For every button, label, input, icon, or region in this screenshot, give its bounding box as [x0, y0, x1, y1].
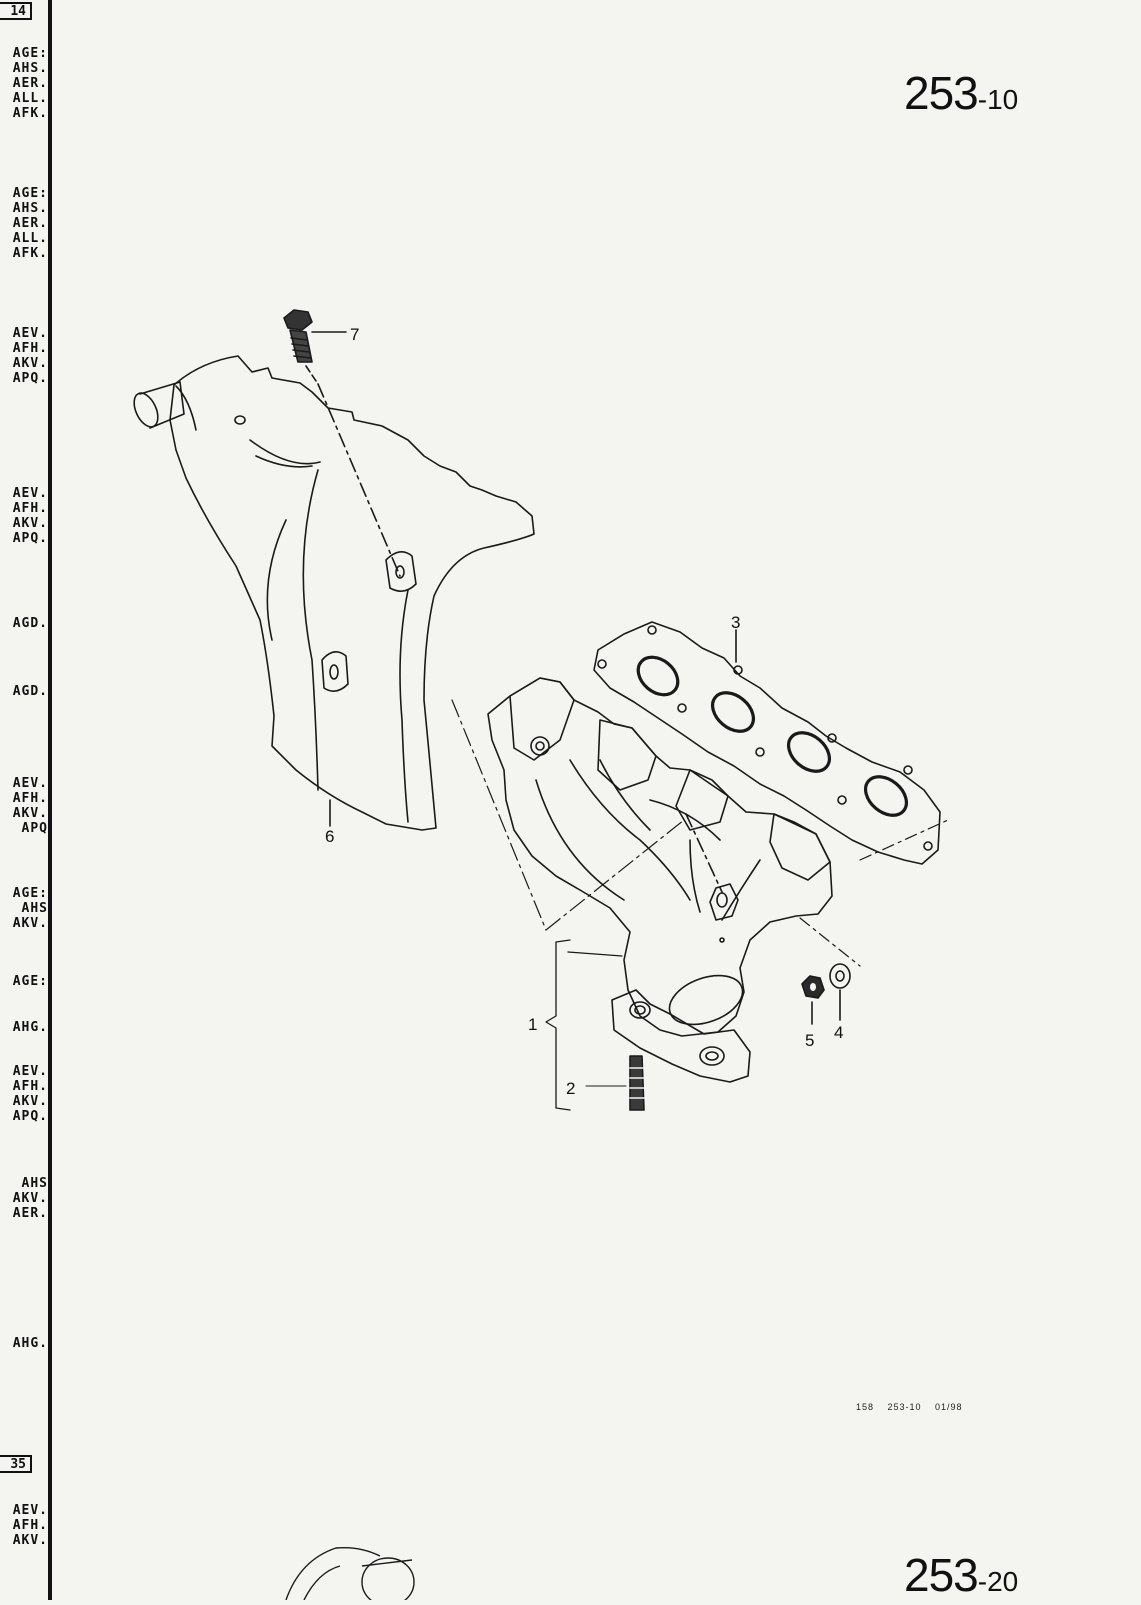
margin-code: APQ. — [12, 1109, 48, 1124]
nut-part-5 — [801, 975, 825, 1025]
margin-code: AKV. — [12, 356, 48, 371]
margin-code-group: AGD. — [0, 616, 48, 631]
callout-3: 3 — [731, 613, 740, 632]
margin-code: AGE: — [12, 886, 48, 901]
margin-code: AFK. — [12, 246, 48, 261]
callout-4: 4 — [834, 1023, 843, 1042]
margin-code: AGD. — [12, 684, 48, 699]
margin-code: AER. — [12, 76, 48, 91]
stud-part-2 — [585, 1055, 645, 1111]
margin-code-group: AHG. — [0, 1336, 48, 1351]
margin-code: AFH. — [12, 1079, 48, 1094]
margin-code: AKV. — [12, 1533, 48, 1548]
page-number-top: 253-10 — [904, 70, 1018, 123]
margin-code-group: AEV.AFH.AKV. — [0, 1503, 48, 1548]
margin-code: APQ — [21, 821, 48, 836]
margin-code-group: AGD. — [0, 684, 48, 699]
margin-code: AKV. — [12, 1191, 48, 1206]
margin-code: ALL. — [12, 231, 48, 246]
washer-part-4 — [829, 963, 851, 1021]
callout-5: 5 — [805, 1031, 814, 1050]
margin-code: ALL. — [12, 91, 48, 106]
bolt-part-7 — [283, 309, 401, 577]
page-number-top-suffix: -10 — [977, 84, 1019, 115]
callout-6: 6 — [325, 827, 334, 846]
part-1-bracket — [545, 939, 623, 1111]
margin-code: AFK. — [12, 106, 48, 121]
page-number-bottom-suffix: -20 — [977, 1566, 1019, 1597]
page-number-bottom: 253-20 — [904, 1552, 1018, 1605]
margin-code-group: AEV.AFH.AKV.APQ — [0, 776, 48, 836]
margin-code: AHS — [21, 1176, 48, 1191]
margin-code: AHG. — [12, 1336, 48, 1351]
margin-code: AHS — [21, 901, 48, 916]
next-section-partial-drawing — [285, 1546, 415, 1600]
margin-code: AKV. — [12, 1094, 48, 1109]
callout-2: 2 — [566, 1079, 575, 1098]
margin-code: AEV. — [12, 326, 48, 341]
page-number-bottom-main: 253 — [904, 1549, 979, 1601]
margin-code: AFH. — [12, 791, 48, 806]
callout-1: 1 — [528, 1015, 537, 1034]
margin-code-group: AEV.AFH.AKV.APQ. — [0, 486, 48, 546]
margin-code-column: AGE:AHS.AER.ALL.AFK.AGE:AHS.AER.ALL.AFK.… — [0, 0, 48, 1600]
margin-code: AKV. — [12, 806, 48, 821]
margin-code: AEV. — [12, 486, 48, 501]
margin-code: AEV. — [12, 1503, 48, 1518]
margin-code: AHS. — [12, 201, 48, 216]
margin-code: AEV. — [12, 1064, 48, 1079]
margin-code: AEV. — [12, 776, 48, 791]
margin-code: AKV. — [12, 516, 48, 531]
margin-code: AFH. — [12, 341, 48, 356]
margin-rule — [48, 0, 52, 1600]
exhaust-manifold-part-1 — [487, 677, 833, 1083]
heat-shield-part-6 — [133, 355, 535, 831]
margin-code: AGE: — [12, 46, 48, 61]
margin-code: AGD. — [12, 616, 48, 631]
margin-code-group: AHG. — [0, 1020, 48, 1035]
margin-code-group: AGE: — [0, 974, 48, 989]
margin-code: AER. — [12, 1206, 48, 1221]
callout-7: 7 — [350, 325, 359, 344]
margin-code-group: AGE:AHS.AER.ALL.AFK. — [0, 186, 48, 261]
margin-section-box: 14 — [0, 2, 32, 20]
footer-reference: 158 253-10 01/98 — [856, 1402, 963, 1412]
margin-code: AER. — [12, 216, 48, 231]
margin-code: AHG. — [12, 1020, 48, 1035]
margin-code-group: AGE:AHS.AER.ALL.AFK. — [0, 46, 48, 121]
margin-code: AGE: — [12, 974, 48, 989]
margin-code: AGE: — [12, 186, 48, 201]
margin-code-group: AEV.AFH.AKV.APQ. — [0, 326, 48, 386]
margin-code: AFH. — [12, 1518, 48, 1533]
page-number-top-main: 253 — [904, 67, 979, 119]
margin-code: APQ. — [12, 371, 48, 386]
margin-code: AHS. — [12, 61, 48, 76]
gasket-part-3 — [593, 621, 941, 865]
margin-code: APQ. — [12, 531, 48, 546]
margin-code: AKV. — [12, 916, 48, 931]
margin-code: AFH. — [12, 501, 48, 516]
margin-section-box: 35 — [0, 1455, 32, 1473]
assembly-lines — [451, 699, 949, 967]
margin-code-group: AEV.AFH.AKV.APQ. — [0, 1064, 48, 1124]
